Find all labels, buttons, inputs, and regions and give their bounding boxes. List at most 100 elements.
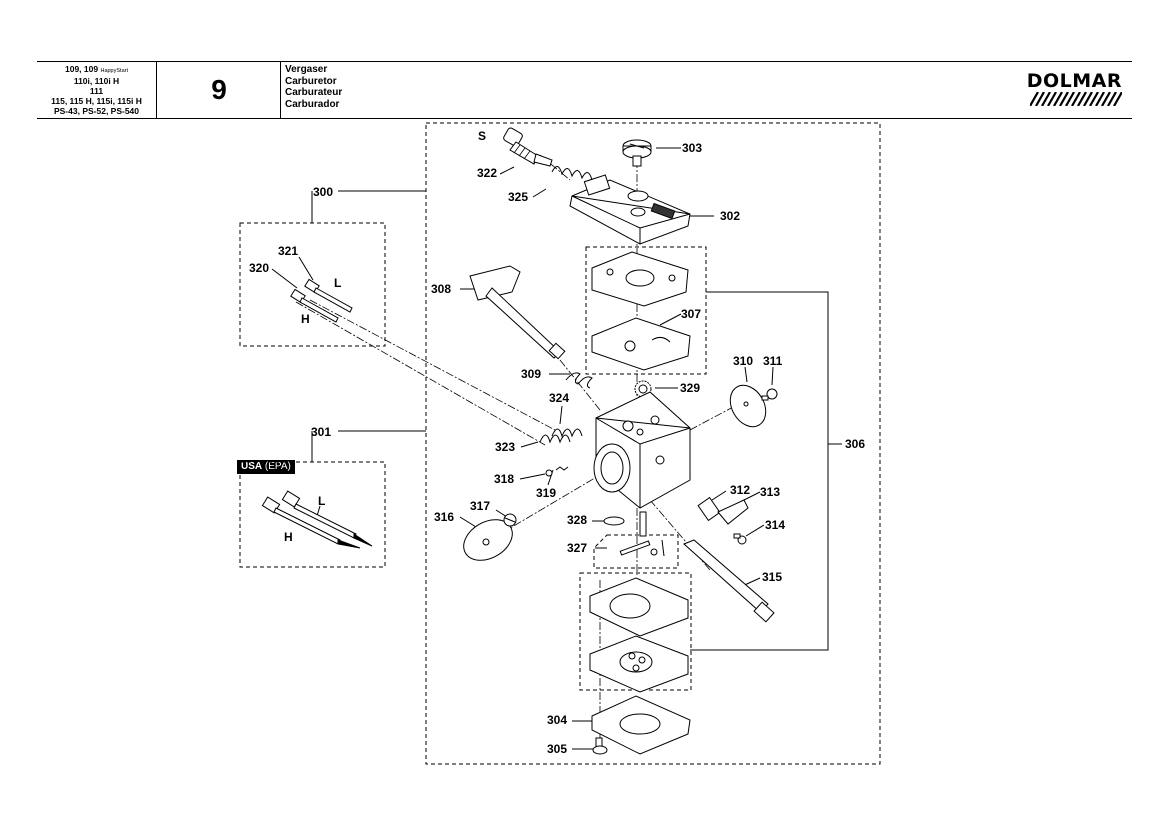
- label-324: 324: [549, 391, 569, 405]
- main-carburetor-box: [425, 122, 881, 765]
- header-bar: 109, 109 HappyStart 110i, 110i H 111 115…: [37, 61, 1132, 119]
- label-311: 311: [763, 354, 783, 368]
- part-322-idle-screw: [503, 127, 553, 167]
- part-307-diaphragm: [591, 317, 691, 371]
- part-321-needle-l: [304, 278, 353, 313]
- part-319-spring: [555, 466, 569, 471]
- part-310-choke-plate: [729, 384, 767, 428]
- label-h-301: H: [284, 530, 293, 544]
- leader-320: [271, 268, 298, 289]
- leader-322: [499, 166, 515, 175]
- section-number: 9: [158, 62, 281, 118]
- label-316: 316: [434, 510, 454, 524]
- label-h-300: H: [301, 312, 310, 326]
- part-302-cover: [569, 174, 691, 245]
- label-308: 308: [431, 282, 451, 296]
- leader-307: [659, 313, 682, 326]
- part-314-screw: [733, 533, 747, 545]
- label-312: 312: [730, 483, 750, 497]
- leader-310: [744, 366, 748, 383]
- leader-325: [532, 188, 547, 198]
- part-306-gasket-lower-2: [589, 635, 689, 693]
- part-301-needle-l: [281, 490, 373, 547]
- carburetor-body: [593, 391, 691, 509]
- label-325: 325: [508, 190, 528, 204]
- part-328-screen: [603, 516, 625, 526]
- part-317-screw: [503, 513, 517, 527]
- model-line-1: 109, 109: [65, 64, 99, 74]
- label-310: 310: [733, 354, 753, 368]
- label-318: 318: [494, 472, 514, 486]
- label-319: 319: [536, 486, 556, 500]
- title-fr: Carburateur: [285, 87, 343, 98]
- part-303-screw: [622, 139, 652, 167]
- part-305-screw: [592, 737, 608, 755]
- brand-name: DOLMAR: [1026, 70, 1122, 92]
- label-322: 322: [477, 166, 497, 180]
- epa-badge-strong: USA: [241, 461, 263, 472]
- label-323: 323: [495, 440, 515, 454]
- label-320: 320: [249, 261, 269, 275]
- leader-316: [459, 516, 477, 528]
- axis-shaft: [559, 359, 601, 411]
- axis-needle-h: [295, 301, 546, 446]
- part-318-ball: [545, 469, 553, 477]
- leader-323: [520, 441, 539, 448]
- label-l-300: L: [334, 276, 341, 290]
- part-307-gasket-top: [591, 251, 689, 307]
- model-line-3: 111: [89, 86, 104, 96]
- part-301-needle-h: [261, 496, 361, 549]
- part-309-spring: [565, 372, 593, 389]
- label-313: 313: [760, 485, 780, 499]
- part-327-lever-kit: [619, 511, 665, 557]
- leader-324: [559, 405, 563, 425]
- label-327: 327: [567, 541, 587, 555]
- leader-311: [771, 366, 774, 386]
- section-titles: Vergaser Carburetor Carburateur Carburad…: [285, 64, 342, 110]
- part-306-gasket-lower-1: [589, 577, 689, 637]
- model-line-1-small: HappyStart: [100, 68, 128, 74]
- part-311-screw: [761, 388, 778, 401]
- label-328: 328: [567, 513, 587, 527]
- model-list: 109, 109 HappyStart 110i, 110i H 111 115…: [37, 62, 157, 118]
- leader-321: [298, 256, 314, 281]
- part-323-spring: [539, 434, 571, 444]
- label-321: 321: [278, 244, 298, 258]
- model-line-4: 115, 115 H, 115i, 115i H: [51, 96, 142, 106]
- leader-312: [711, 490, 727, 501]
- label-309: 309: [521, 367, 541, 381]
- part-316-throttle-plate: [463, 519, 513, 561]
- label-302: 302: [720, 209, 740, 223]
- epa-badge-rest: (EPA): [262, 461, 291, 472]
- part-315-needle: [683, 539, 775, 623]
- part-320-needle-h: [290, 288, 339, 323]
- part-308-throttle-shaft: [469, 265, 566, 360]
- model-line-5: PS-43, PS-52, PS-540: [53, 106, 140, 116]
- label-315: 315: [762, 570, 782, 584]
- lever-kit-box-327: [593, 534, 679, 569]
- label-300: 300: [313, 185, 333, 199]
- usa-epa-badge: USA (EPA): [237, 460, 295, 474]
- brand-stripes: [1029, 91, 1123, 107]
- title-de: Vergaser: [285, 64, 328, 75]
- leader-318: [519, 473, 546, 480]
- model-line-2: 110i, 110i H: [73, 76, 120, 86]
- part-325-spring: [551, 166, 593, 181]
- title-es: Carburador: [285, 98, 340, 110]
- label-314: 314: [765, 518, 785, 532]
- label-329: 329: [680, 381, 700, 395]
- part-324-spring: [551, 428, 583, 438]
- label-307: 307: [681, 307, 701, 321]
- label-304: 304: [547, 713, 567, 727]
- label-l-301: L: [318, 494, 325, 508]
- label-305: 305: [547, 742, 567, 756]
- part-313-lever: [717, 499, 749, 525]
- title-en: Carburetor: [285, 75, 337, 87]
- label-306: 306: [845, 437, 865, 451]
- brand-logo: DOLMAR: [1026, 70, 1123, 111]
- axis-needle-l: [309, 299, 556, 431]
- part-304-pump-cover: [591, 695, 691, 755]
- leader-314: [745, 524, 765, 537]
- gasket-kit-box-top: [585, 246, 707, 375]
- label-s: S: [478, 129, 486, 143]
